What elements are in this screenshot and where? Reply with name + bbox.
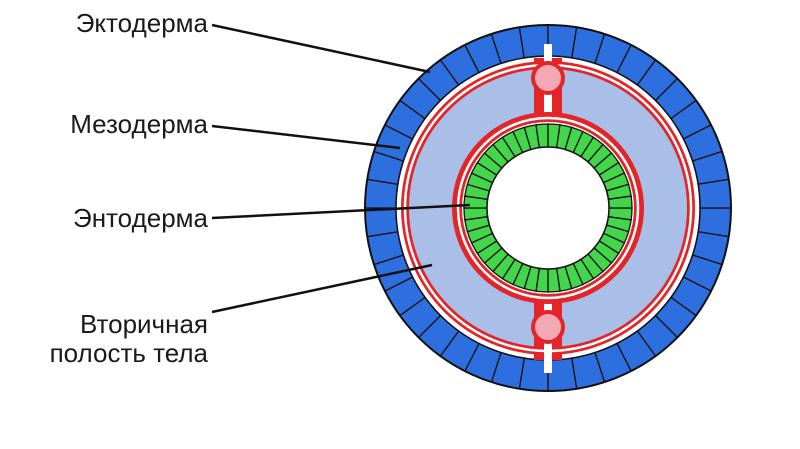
pointer-endoderm: [211, 203, 471, 220]
label-cavity-line2: полость тела: [49, 338, 208, 368]
gut-lumen: [486, 146, 610, 270]
ectoderm-cell: [518, 24, 549, 59]
ectoderm-ring: [364, 24, 732, 392]
ectoderm-cell: [697, 178, 732, 209]
label-endoderm: Энтодерма: [73, 203, 208, 233]
ectoderm-cell: [364, 207, 399, 238]
label-cavity-line1: Вторичная: [80, 309, 208, 339]
ventral-vessel: [531, 310, 565, 344]
label-mesoderm: Мезодерма: [70, 109, 208, 139]
ectoderm-outer-edge: [364, 24, 732, 392]
pointer-cavity: [211, 263, 433, 314]
ectoderm-cell: [547, 357, 578, 392]
pointer-mesoderm: [211, 124, 401, 150]
label-ectoderm: Эктодерма: [75, 8, 208, 38]
pointer-ectoderm: [211, 23, 431, 74]
dorsal-vessel: [531, 61, 565, 95]
coelom-lining-inner: [456, 116, 640, 300]
